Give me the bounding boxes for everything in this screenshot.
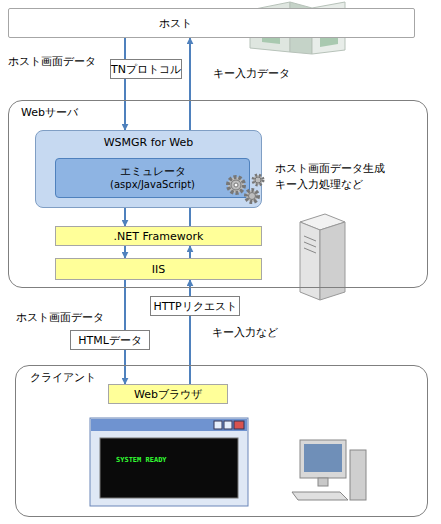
node-title: WSMGR for Web: [104, 136, 194, 149]
node-title: IIS: [152, 263, 165, 276]
gear-icon: [228, 175, 263, 202]
annotation-text: ホスト画面データ生成: [275, 162, 385, 175]
node-title: TNプロトコル: [111, 63, 181, 76]
node-title: HTTPリクエスト: [153, 300, 236, 313]
flow-arrow: [124, 38, 126, 130]
flow-arrow: [189, 38, 191, 130]
node-title: Webサーバ: [21, 106, 78, 119]
annotation-text: ホスト画面データ: [16, 311, 104, 324]
annotation-text: キー入力など: [212, 326, 278, 339]
iis-box: IIS: [55, 258, 262, 280]
framework-box: .NET Framework: [55, 226, 262, 246]
client-pc: [292, 440, 366, 500]
host-box: ホスト: [8, 8, 415, 38]
node-subtitle: (aspx/JavaScript): [110, 178, 195, 191]
node-title: ホスト: [159, 17, 192, 30]
browser-window: [90, 418, 248, 506]
protocol-box: TNプロトコル: [110, 59, 182, 79]
html-box: HTMLデータ: [70, 330, 150, 350]
screen-text: SYSTEM READY: [116, 454, 167, 467]
annotation-text: キー入力データ: [213, 67, 290, 80]
node-title: Webブラウザ: [134, 388, 202, 401]
request-box: HTTPリクエスト: [150, 296, 240, 316]
node-title: .NET Framework: [114, 230, 204, 243]
product-box: WSMGR for Web エミュレータ(aspx/JavaScript): [35, 130, 262, 208]
client-group: クライアント Webブラウザ: [15, 365, 428, 517]
node-title: エミュレータ: [120, 165, 186, 178]
annotation-text: キー入力処理など: [275, 178, 363, 191]
flow-arrow: [189, 246, 191, 258]
flow-arrow: [124, 246, 126, 258]
browser-box: Webブラウザ: [108, 384, 228, 404]
node-title: クライアント: [30, 371, 96, 384]
server-group: Webサーバ WSMGR for Web エミュレータ(aspx/JavaScrip…: [8, 100, 428, 288]
node-title: HTMLデータ: [78, 334, 142, 347]
emulator-box: エミュレータ(aspx/JavaScript): [55, 158, 250, 198]
annotation-text: ホスト画面データ: [8, 55, 96, 68]
